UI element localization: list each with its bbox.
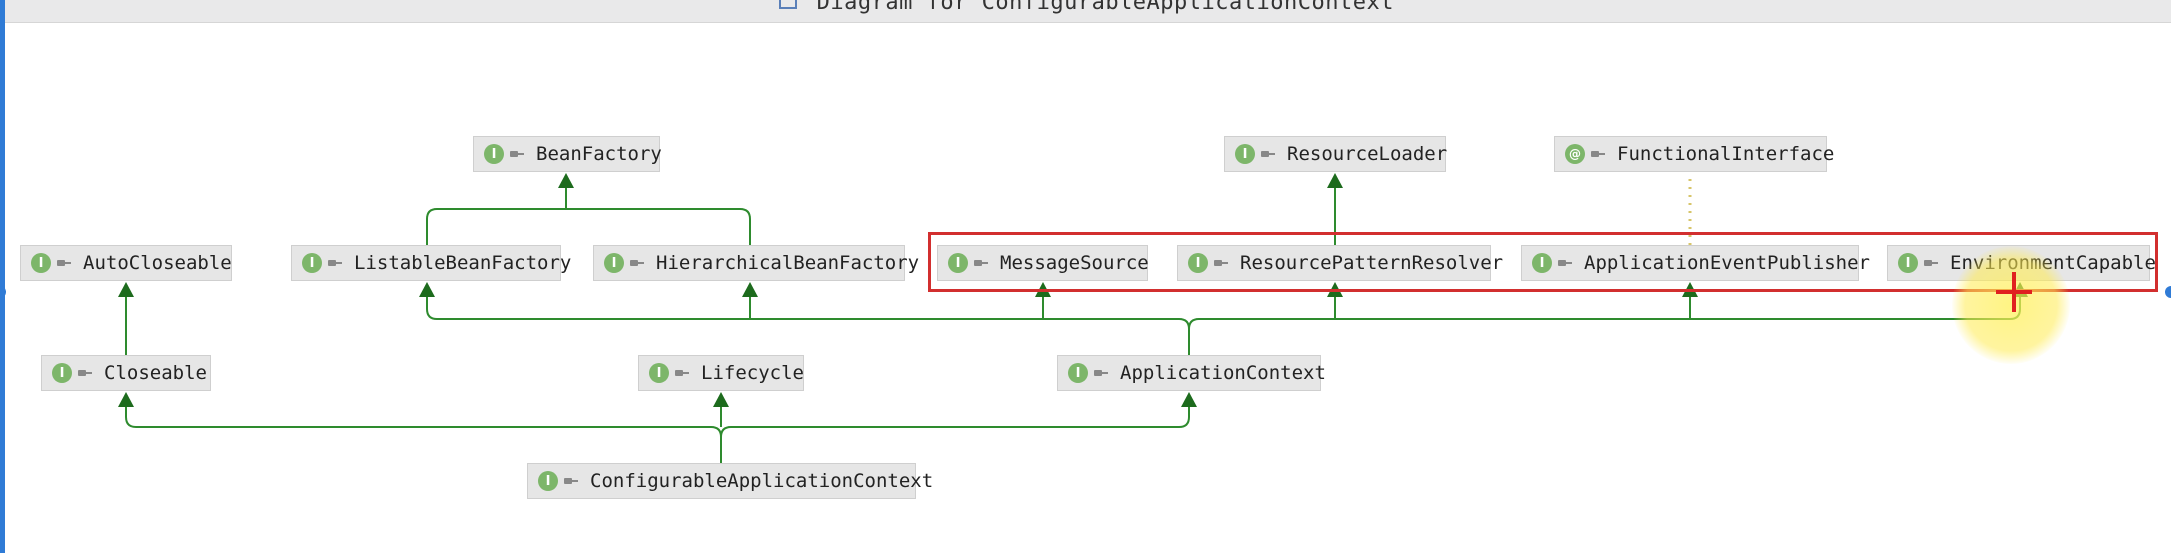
right-resize-handle[interactable] bbox=[2165, 286, 2171, 298]
node-closeable[interactable]: I Closeable bbox=[41, 355, 211, 391]
crosshair-cursor-icon bbox=[1996, 272, 2032, 312]
node-application-context[interactable]: I ApplicationContext bbox=[1057, 355, 1326, 391]
node-label: ApplicationEventPublisher bbox=[1584, 252, 1870, 274]
node-application-event-publisher[interactable]: I ApplicationEventPublisher bbox=[1521, 245, 1870, 281]
node-label: ResourcePatternResolver bbox=[1240, 252, 1504, 274]
arrowhead-application-context bbox=[1181, 392, 1197, 407]
node-bean-factory[interactable]: I BeanFactory bbox=[473, 136, 662, 172]
annotation-icon: @ bbox=[1565, 144, 1585, 164]
arrowhead-auto-closeable bbox=[118, 282, 134, 297]
node-label: Closeable bbox=[104, 362, 207, 384]
arrowhead-closeable bbox=[118, 392, 134, 407]
public-icon bbox=[974, 258, 988, 268]
node-resource-pattern-resolver[interactable]: I ResourcePatternResolver bbox=[1177, 245, 1503, 281]
node-label: ConfigurableApplicationContext bbox=[590, 470, 934, 492]
selection-highlight-box bbox=[928, 232, 2158, 292]
editor-left-border bbox=[0, 0, 5, 553]
arrowhead-listable-bean-factory bbox=[419, 282, 435, 297]
arrowhead-hierarchical-bean-factory bbox=[742, 282, 758, 297]
public-icon bbox=[1214, 258, 1228, 268]
node-functional-interface[interactable]: @ FunctionalInterface bbox=[1554, 136, 1834, 172]
interface-icon: I bbox=[31, 253, 51, 273]
public-icon bbox=[57, 258, 71, 268]
node-resource-loader[interactable]: I ResourceLoader bbox=[1224, 136, 1448, 172]
public-icon bbox=[630, 258, 644, 268]
node-label: BeanFactory bbox=[536, 143, 662, 165]
cursor-highlight bbox=[1952, 246, 2070, 364]
interface-icon: I bbox=[538, 471, 558, 491]
interface-icon: I bbox=[604, 253, 624, 273]
node-label: HierarchicalBeanFactory bbox=[656, 252, 920, 274]
interface-icon: I bbox=[484, 144, 504, 164]
public-icon bbox=[1591, 149, 1605, 159]
node-label: AutoCloseable bbox=[83, 252, 232, 274]
node-label: ResourceLoader bbox=[1287, 143, 1448, 165]
node-configurable-application-context[interactable]: I ConfigurableApplicationContext bbox=[527, 463, 933, 499]
node-listable-bean-factory[interactable]: I ListableBeanFactory bbox=[291, 245, 571, 281]
interface-icon: I bbox=[1068, 363, 1088, 383]
node-label: ListableBeanFactory bbox=[354, 252, 572, 274]
public-icon bbox=[510, 149, 524, 159]
interface-icon: I bbox=[1235, 144, 1255, 164]
interface-icon: I bbox=[948, 253, 968, 273]
interface-icon: I bbox=[649, 363, 669, 383]
node-label: MessageSource bbox=[1000, 252, 1149, 274]
public-icon bbox=[328, 258, 342, 268]
public-icon bbox=[1558, 258, 1572, 268]
node-lifecycle[interactable]: I Lifecycle bbox=[638, 355, 804, 391]
window-title: Diagram for ConfigurableApplicationConte… bbox=[816, 0, 1394, 15]
node-auto-closeable[interactable]: I AutoCloseable bbox=[20, 245, 232, 281]
interface-icon: I bbox=[302, 253, 322, 273]
interface-icon: I bbox=[1898, 253, 1918, 273]
arrowhead-bean-factory bbox=[558, 173, 574, 188]
window-title-bar: Diagram for ConfigurableApplicationConte… bbox=[0, 0, 2171, 23]
node-label: FunctionalInterface bbox=[1617, 143, 1835, 165]
public-icon bbox=[675, 368, 689, 378]
interface-icon: I bbox=[1188, 253, 1208, 273]
edge-bean-factory-children bbox=[426, 208, 751, 245]
node-message-source[interactable]: I MessageSource bbox=[937, 245, 1149, 281]
public-icon bbox=[1924, 258, 1938, 268]
node-label: ApplicationContext bbox=[1120, 362, 1326, 384]
diagram-icon bbox=[777, 0, 799, 11]
edge-app-context-bus-left bbox=[426, 297, 1190, 355]
node-hierarchical-bean-factory[interactable]: I HierarchicalBeanFactory bbox=[593, 245, 919, 281]
public-icon bbox=[1261, 149, 1275, 159]
public-icon bbox=[564, 476, 578, 486]
interface-icon: I bbox=[52, 363, 72, 383]
edge-cac-to-application-context bbox=[720, 407, 1190, 438]
node-label: Lifecycle bbox=[701, 362, 804, 384]
edge-app-context-bus-right bbox=[1188, 297, 2021, 330]
left-resize-handle[interactable] bbox=[0, 286, 6, 298]
interface-icon: I bbox=[1532, 253, 1552, 273]
arrowhead-resource-loader bbox=[1327, 173, 1343, 188]
arrowhead-lifecycle bbox=[713, 392, 729, 407]
edge-cac-to-closeable bbox=[125, 407, 722, 463]
public-icon bbox=[78, 368, 92, 378]
public-icon bbox=[1094, 368, 1108, 378]
